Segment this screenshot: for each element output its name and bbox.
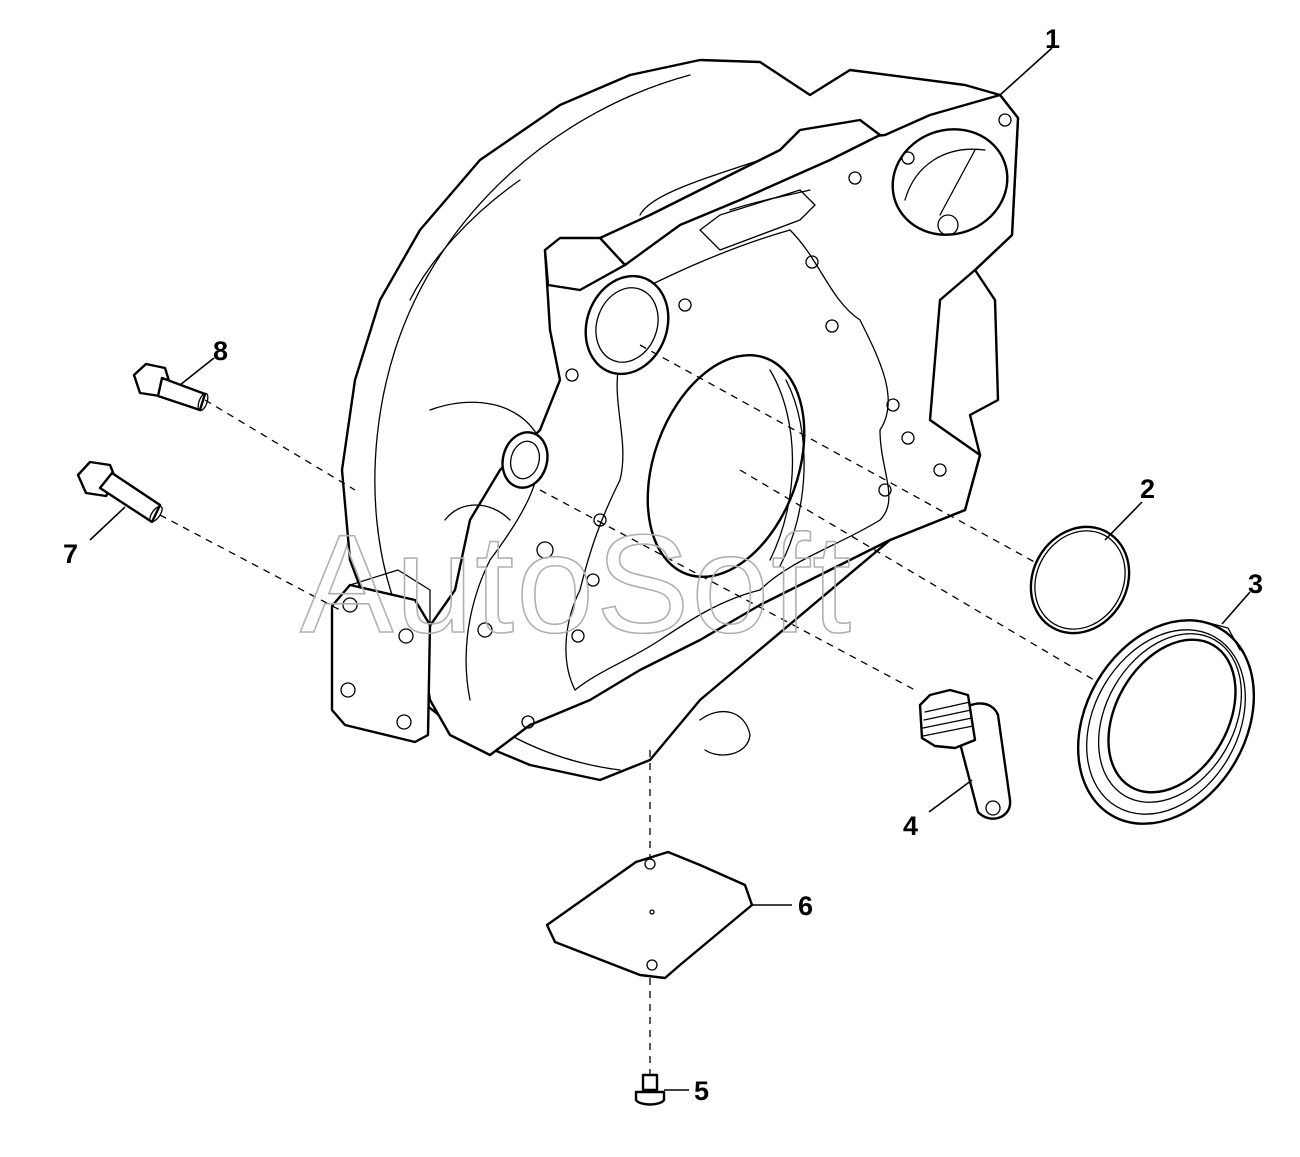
callout-1: 1 <box>1045 24 1060 54</box>
cover-screw <box>634 1073 666 1106</box>
rear-seal <box>1076 619 1256 825</box>
leader-lines <box>89 47 1251 1091</box>
o-ring <box>1029 525 1131 635</box>
timing-pin <box>918 688 1012 820</box>
callout-8: 8 <box>213 336 228 366</box>
short-bolt <box>132 362 209 412</box>
callout-6: 6 <box>798 891 813 921</box>
callout-7: 7 <box>63 539 78 569</box>
flywheel-housing <box>330 58 1020 782</box>
callout-2: 2 <box>1140 474 1155 504</box>
callout-3: 3 <box>1248 569 1263 599</box>
cover-plate <box>545 850 754 980</box>
watermark-text: AutoSoft <box>300 505 853 662</box>
callout-5: 5 <box>694 1076 709 1106</box>
callout-4: 4 <box>903 811 918 841</box>
long-bolt <box>76 460 163 524</box>
